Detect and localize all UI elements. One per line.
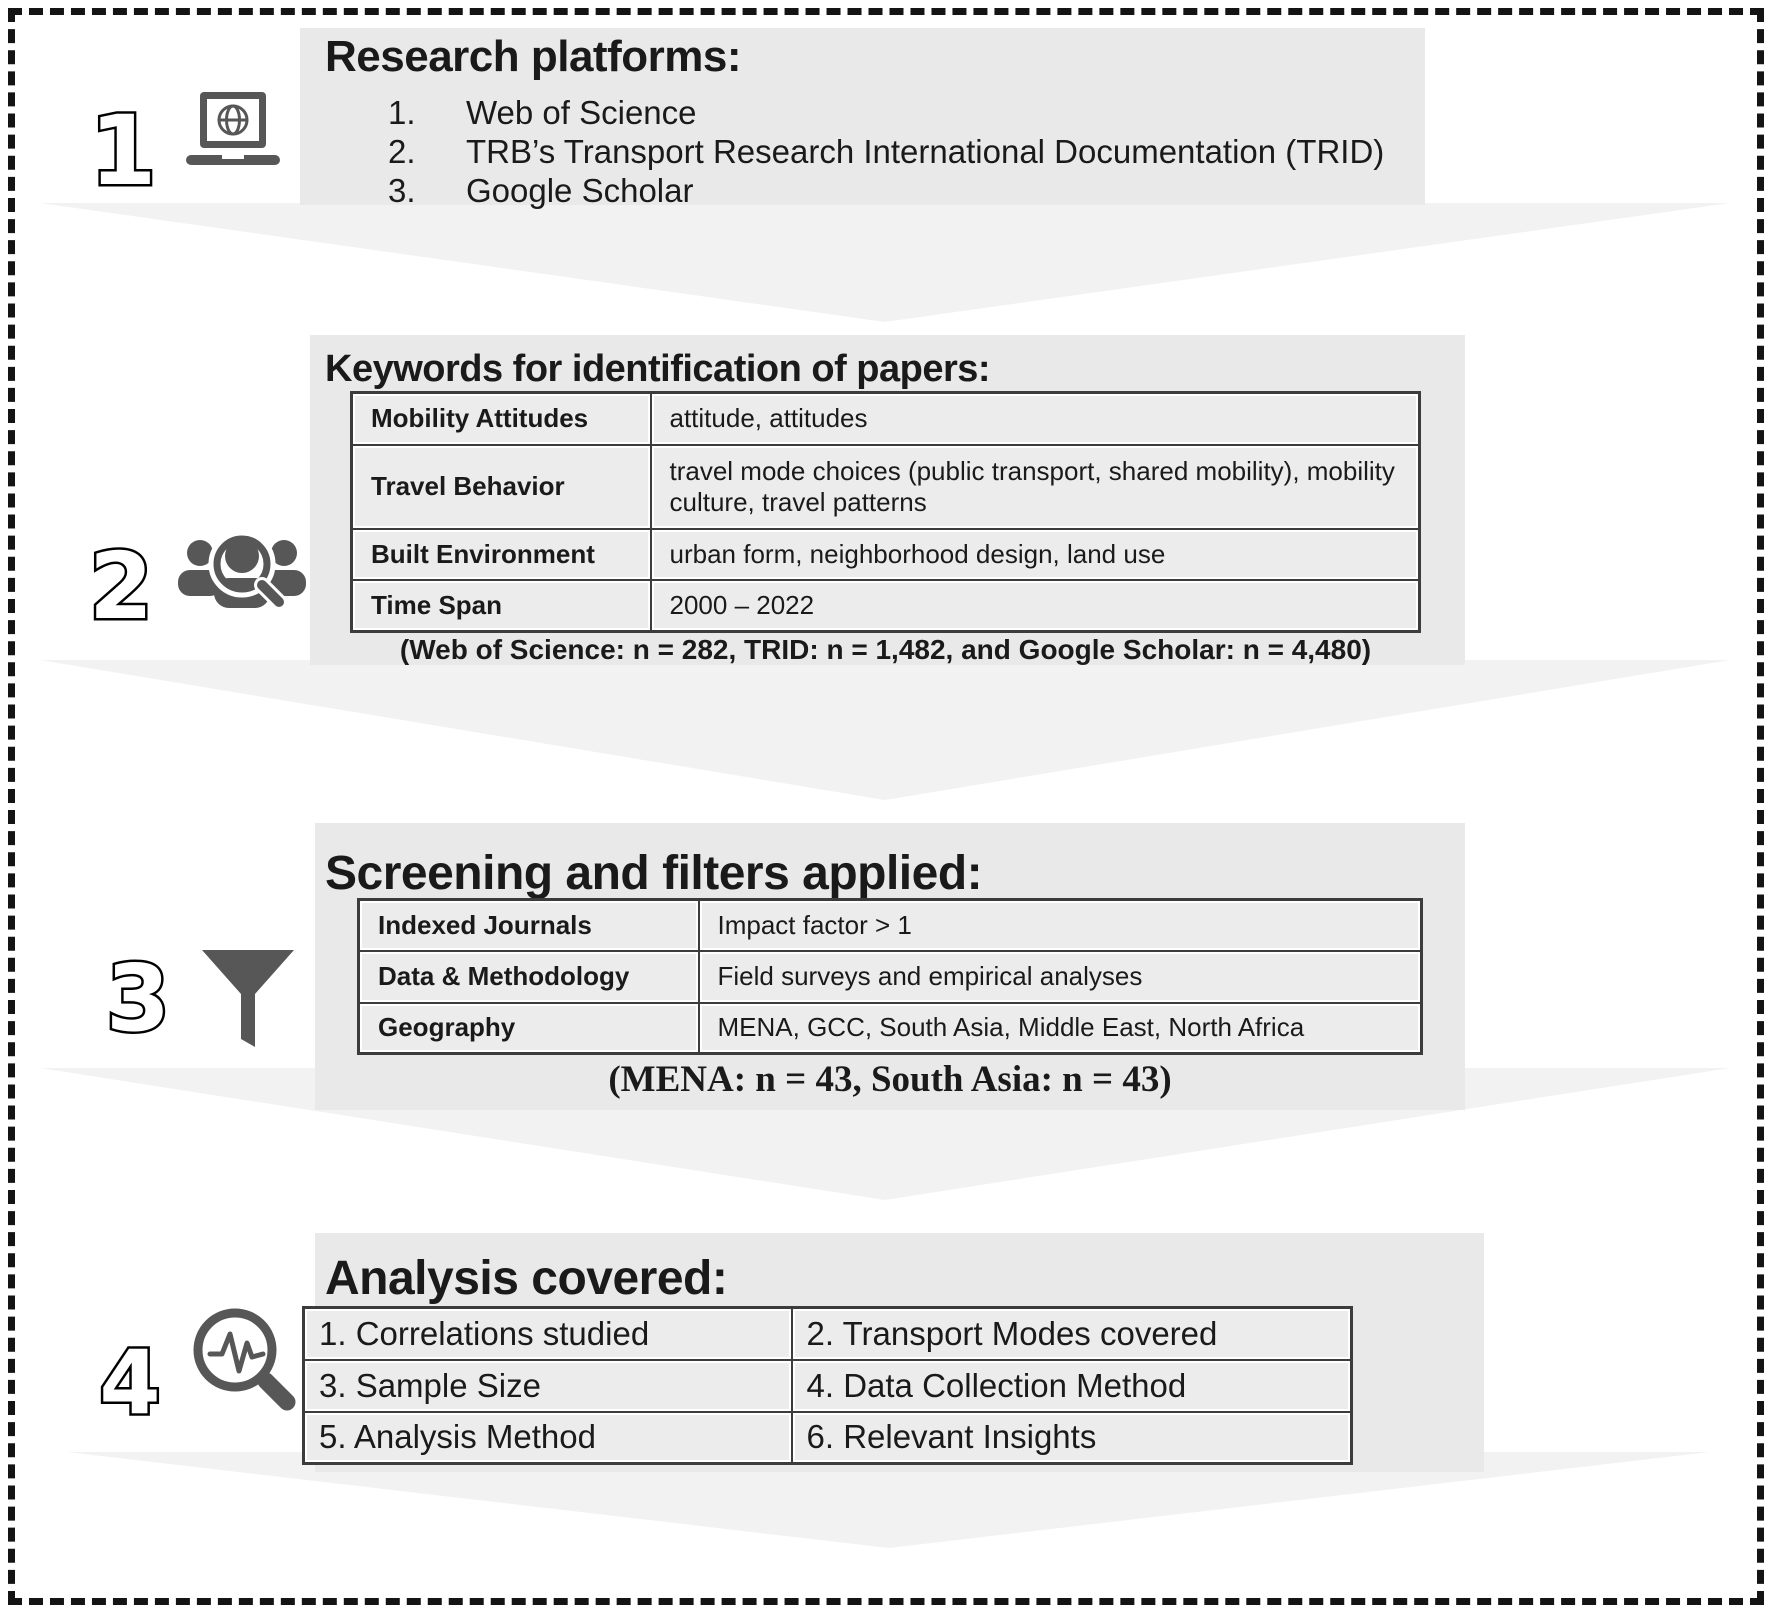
analysis-table: 1. Correlations studied 2. Transport Mod… bbox=[302, 1306, 1353, 1465]
table-row: Data & Methodology Field surveys and emp… bbox=[357, 949, 1423, 1004]
step1-number-text: 1 bbox=[90, 102, 156, 202]
people-search-icon bbox=[178, 530, 306, 611]
keyword-category: Built Environment bbox=[350, 527, 652, 581]
step3-title: Screening and filters applied: bbox=[325, 847, 983, 900]
keyword-category: Mobility Attitudes bbox=[350, 391, 652, 446]
table-row: 3. Sample Size 4. Data Collection Method bbox=[302, 1358, 1353, 1413]
filters-table: Indexed Journals Impact factor > 1 Data … bbox=[357, 898, 1423, 1055]
filter-criteria: Field surveys and empirical analyses bbox=[697, 949, 1423, 1004]
step3-number-text: 3 bbox=[106, 950, 170, 1048]
funnel-icon bbox=[202, 950, 294, 1047]
analysis-item: 1. Correlations studied bbox=[302, 1306, 793, 1361]
platform-list: 1. Web of Science 2. TRB’s Transport Res… bbox=[388, 93, 1388, 210]
step3-number: 3 bbox=[104, 950, 172, 1048]
table-row: Indexed Journals Impact factor > 1 bbox=[357, 898, 1423, 952]
table-row: 5. Analysis Method 6. Relevant Insights bbox=[302, 1410, 1353, 1465]
analysis-item: 4. Data Collection Method bbox=[790, 1358, 1353, 1413]
keyword-category: Travel Behavior bbox=[350, 443, 652, 530]
search-results-note: (Web of Science: n = 282, TRID: n = 1,48… bbox=[399, 634, 1372, 665]
filter-criteria: MENA, GCC, South Asia, Middle East, Nort… bbox=[697, 1001, 1423, 1055]
platform-item: 1. Web of Science bbox=[388, 93, 1388, 132]
analysis-item: 5. Analysis Method bbox=[302, 1410, 793, 1465]
magnifier-pulse-icon bbox=[193, 1308, 296, 1411]
platform-item-number: 1. bbox=[388, 94, 416, 131]
step4-title: Analysis covered: bbox=[325, 1252, 728, 1305]
laptop-globe-icon bbox=[186, 92, 280, 165]
screening-results-note: (MENA: n = 43, South Asia: n = 43) bbox=[608, 1059, 1172, 1100]
platform-item: 3. Google Scholar bbox=[388, 171, 1388, 210]
keywords-table: Mobility Attitudes attitude, attitudes T… bbox=[350, 391, 1421, 633]
platform-item-label: Web of Science bbox=[466, 94, 697, 131]
step1-number: 1 bbox=[90, 102, 156, 202]
analysis-item: 6. Relevant Insights bbox=[790, 1410, 1353, 1465]
step2-number: 2 bbox=[86, 538, 155, 638]
table-row: 1. Correlations studied 2. Transport Mod… bbox=[302, 1306, 1353, 1361]
filter-category: Indexed Journals bbox=[357, 898, 700, 952]
keyword-terms: attitude, attitudes bbox=[649, 391, 1421, 446]
dashed-border bbox=[8, 8, 1764, 1605]
table-row: Travel Behavior travel mode choices (pub… bbox=[350, 443, 1421, 530]
step4-number: 4 bbox=[97, 1336, 163, 1431]
filter-criteria: Impact factor > 1 bbox=[697, 898, 1423, 952]
platform-item-label: TRB’s Transport Research International D… bbox=[466, 133, 1385, 170]
keyword-terms: travel mode choices (public transport, s… bbox=[649, 443, 1421, 530]
step4-number-text: 4 bbox=[99, 1336, 160, 1431]
filter-category: Geography bbox=[357, 1001, 700, 1055]
keyword-category: Time Span bbox=[350, 578, 652, 633]
step2-title: Keywords for identification of papers: bbox=[325, 348, 991, 390]
filter-category: Data & Methodology bbox=[357, 949, 700, 1004]
step2-number-text: 2 bbox=[89, 538, 153, 638]
step1-panel bbox=[300, 28, 1425, 205]
platform-item: 2. TRB’s Transport Research Internationa… bbox=[388, 132, 1388, 171]
table-row: Built Environment urban form, neighborho… bbox=[350, 527, 1421, 581]
keyword-terms: 2000 – 2022 bbox=[649, 578, 1421, 633]
step1-title: Research platforms: bbox=[325, 32, 741, 81]
analysis-item: 2. Transport Modes covered bbox=[790, 1306, 1353, 1361]
platform-item-number: 3. bbox=[388, 172, 416, 209]
table-row: Mobility Attitudes attitude, attitudes bbox=[350, 391, 1421, 446]
table-row: Time Span 2000 – 2022 bbox=[350, 578, 1421, 633]
analysis-item: 3. Sample Size bbox=[302, 1358, 793, 1413]
platform-item-number: 2. bbox=[388, 133, 416, 170]
platform-item-label: Google Scholar bbox=[466, 172, 694, 209]
keyword-terms: urban form, neighborhood design, land us… bbox=[649, 527, 1421, 581]
table-row: Geography MENA, GCC, South Asia, Middle … bbox=[357, 1001, 1423, 1055]
